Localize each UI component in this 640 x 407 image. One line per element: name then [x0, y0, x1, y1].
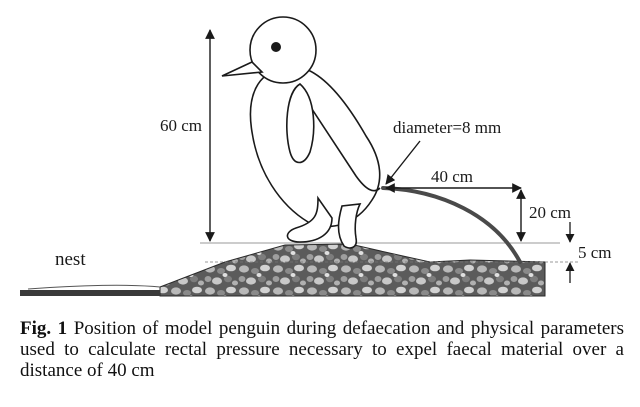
figure-caption: Fig. 1 Position of model penguin during … — [20, 318, 624, 381]
penguin-body — [249, 66, 381, 228]
figure-number: Fig. 1 — [20, 318, 68, 339]
penguin-head — [249, 16, 317, 84]
ground-offset-label: 5 cm — [578, 243, 612, 262]
penguin-flipper — [286, 83, 315, 164]
penguin-eye — [271, 42, 281, 52]
nest-label: nest — [55, 249, 86, 270]
faecal-stream — [381, 186, 522, 264]
distance-label: 40 cm — [431, 167, 473, 186]
penguin-body-inner-line — [297, 87, 381, 192]
penguin-beak — [221, 61, 264, 77]
diameter-label: diameter=8 mm — [393, 118, 501, 137]
penguin-figure — [221, 16, 381, 249]
penguin-defaecation-diagram: 60 cm diameter=8 mm 40 cm 20 cm 5 cm nes… — [20, 16, 612, 297]
drop-label: 20 cm — [529, 203, 571, 222]
penguin-leg — [286, 195, 333, 243]
penguin-foot — [337, 203, 362, 249]
nest-gravel — [159, 243, 546, 297]
diameter-pointer-arrow — [385, 140, 421, 185]
ground-strip — [20, 290, 160, 296]
height-label: 60 cm — [160, 116, 202, 135]
nest-slope-line — [27, 284, 161, 290]
caption-text: Position of model penguin during defaeca… — [20, 318, 625, 381]
